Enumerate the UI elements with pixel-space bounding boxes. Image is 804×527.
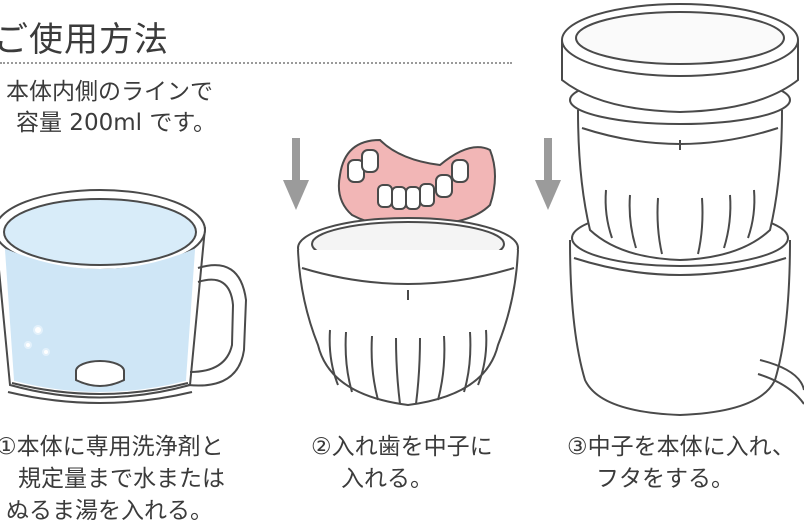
step-1-caption-line-1: ①本体に専用洗浄剤と <box>0 434 224 460</box>
step-3-caption-line-1: ③中子を本体に入れ、 <box>567 434 795 460</box>
denture-icon <box>337 138 496 228</box>
step-1-caption-line-3: ぬるま湯を入れる。 <box>6 498 213 524</box>
capacity-note-line-2: 容量 200ml です。 <box>16 110 217 136</box>
step-2-caption-line-2: 入れる。 <box>341 466 433 492</box>
down-arrow-icon <box>535 138 561 210</box>
closed-container-icon <box>561 3 804 417</box>
page-title: ご使用方法 <box>0 20 169 60</box>
step-2-caption-line-1: ②入れ歯を中子に <box>311 434 493 460</box>
title-divider <box>0 62 512 64</box>
down-arrow-icon <box>283 138 309 210</box>
step-1-caption-line-2: 規定量まで水または <box>18 466 225 492</box>
capacity-note-line-1: 本体内側のラインで <box>6 79 213 105</box>
step-3-caption-line-2: フタをする。 <box>596 466 734 492</box>
cup-with-water-icon <box>0 189 248 404</box>
inner-basket-icon <box>297 217 519 407</box>
